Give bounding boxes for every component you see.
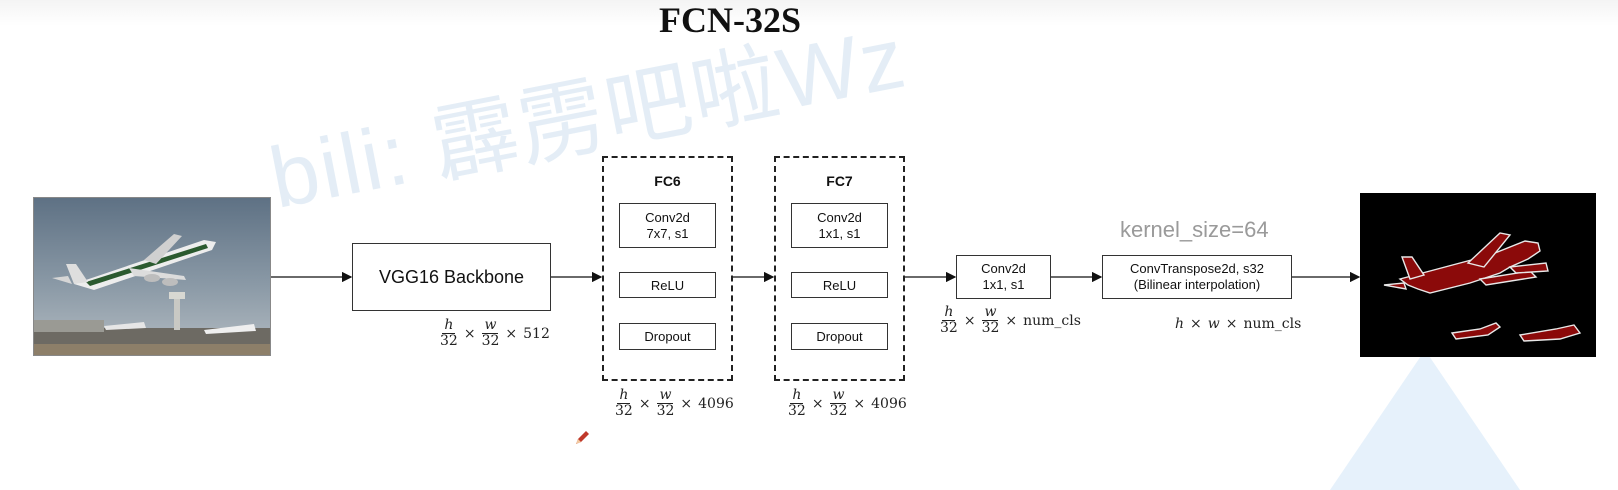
fc7-title: FC7 [826,173,853,189]
fc6-group [602,156,733,381]
input-image [33,197,271,356]
fc7-group [774,156,905,381]
fc7-relu-block: ReLU [791,272,888,298]
fc6-conv-block: Conv2d 7x7, s1 [619,203,716,248]
conv-transpose-block: ConvTranspose2d, s32 (Bilinear interpola… [1102,255,1292,299]
fc6-dropout-block: Dropout [619,323,716,350]
fc7-conv-block: Conv2d 1x1, s1 [791,203,888,248]
output-segmentation-mask [1360,193,1596,357]
fc6-relu-block: ReLU [619,272,716,298]
kernel-size-note: kernel_size=64 [1120,217,1269,242]
vgg16-backbone-block: VGG16 Backbone [352,243,551,311]
diagram-title: FCN-32S [659,0,801,40]
pen-cursor-icon [576,431,589,444]
conv-cls-block: Conv2d 1x1, s1 [956,255,1051,299]
watermark-shape [1330,350,1520,490]
top-band [0,0,1618,26]
arrows-layer [270,271,1361,283]
fc7-dropout-block: Dropout [791,323,888,350]
fc6-title: FC6 [654,173,681,189]
dims-output: h × w × num_cls [1175,316,1302,332]
